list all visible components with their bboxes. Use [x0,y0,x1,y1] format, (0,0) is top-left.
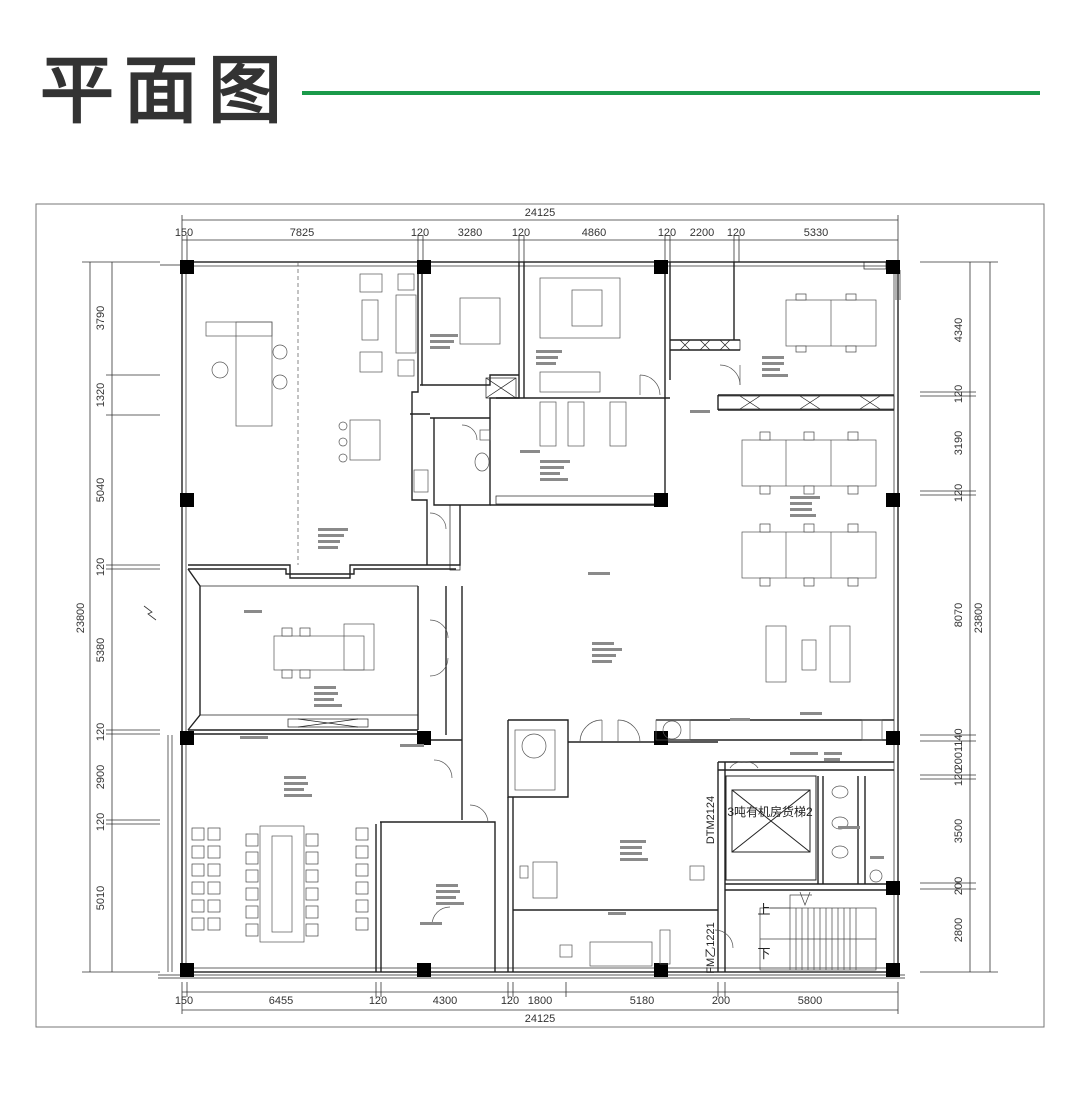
bottom-dim: 200 [712,995,730,1007]
bottom-dim: 4300 [433,995,457,1007]
bottom-dim: 5180 [630,995,654,1007]
bottom-total-dim: 24125 [525,1013,556,1025]
left-dim: 1320 [95,383,107,407]
bottom-dim: 6455 [269,995,293,1007]
bottom-dim: 120 [501,995,519,1007]
top-dim: 150 [175,227,193,239]
exterior-walls [158,261,905,979]
title-underline [302,91,1040,95]
stair-down-label: 下 [757,946,770,961]
left-dim: 2900 [95,765,107,789]
top-dim: 120 [727,227,745,239]
left-dim: 5010 [95,886,107,910]
elevator [725,775,817,881]
left-dimensions [82,261,160,973]
interior-walls [187,262,894,972]
top-dim: 2200 [690,227,714,239]
right-dim: 3500 [953,819,965,843]
bottom-dimensions [181,982,899,1014]
left-dim: 120 [95,723,107,741]
left-dim: 5380 [95,638,107,662]
right-dimensions [920,261,998,973]
left-dim: 120 [95,558,107,576]
top-dim: 3280 [458,227,482,239]
left-dim: 3790 [95,306,107,330]
stair-up-label: 上 [757,902,770,917]
left-segment-labels: 3790 1320 5040 120 5380 120 2900 120 501… [95,306,107,910]
chairs [191,293,859,937]
elevator-label: 3吨有机房货梯2 [727,804,813,819]
top-total-dim: 24125 [525,207,556,219]
left-dim: 120 [95,813,107,831]
columns [180,260,900,977]
right-total-dim: 23800 [973,603,985,634]
right-dim: 120 [953,768,965,786]
top-dim: 120 [411,227,429,239]
bottom-dim: 1800 [528,995,552,1007]
right-dim: 3190 [953,431,965,455]
right-dim: 1140 [953,728,965,752]
bottom-dim: 5800 [798,995,822,1007]
top-dim: 5330 [804,227,828,239]
right-dim: 4340 [953,318,965,342]
stair [759,891,877,971]
top-dim: 120 [658,227,676,239]
top-dim: 7825 [290,227,314,239]
bottom-segment-labels: 150 6455 120 4300 120 1800 5180 200 5800 [175,995,822,1007]
bottom-dim: 150 [175,995,193,1007]
right-dim: 200 [953,752,965,770]
top-dim: 120 [512,227,530,239]
right-dim: 120 [953,385,965,403]
right-segment-labels: 4340 120 3190 120 8070 200 1140 120 3500… [953,318,965,942]
top-dim: 4860 [582,227,606,239]
stair-door-code: FM乙1221 [704,922,717,973]
elevator-door-code: DTM2124 [705,796,717,844]
page-title: 平面图 [40,48,292,134]
right-dim: 200 [953,877,965,895]
door-swings [429,364,759,949]
right-dim: 120 [953,484,965,502]
left-dim: 5040 [95,478,107,502]
drawing-frame [35,203,1045,1028]
top-segment-labels: 150 7825 120 3280 120 4860 120 2200 120 … [175,227,828,239]
right-dim: 8070 [953,603,965,627]
left-total-dim: 23800 [75,603,87,634]
right-dim: 2800 [953,918,965,942]
bottom-dim: 120 [369,995,387,1007]
top-dimensions [181,215,899,262]
room-label-placeholders [240,334,884,925]
